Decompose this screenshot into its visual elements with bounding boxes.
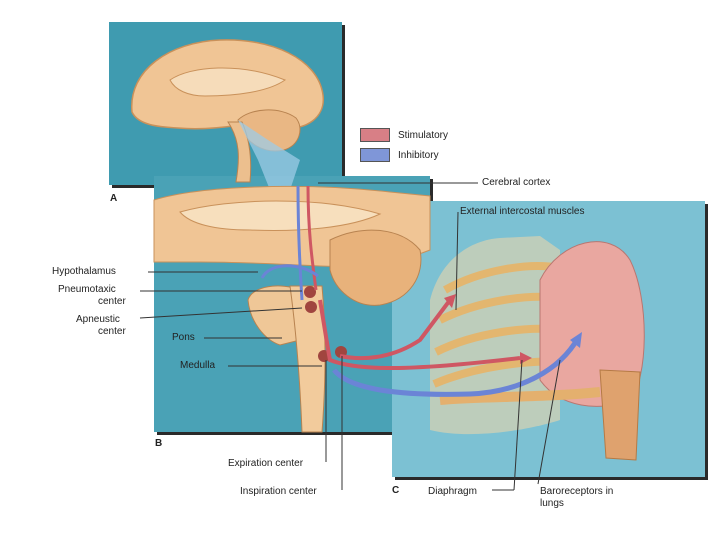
- label-baroreceptors-line1: Baroreceptors in: [540, 486, 614, 497]
- legend-stimulatory-label: Stimulatory: [398, 129, 449, 141]
- label-pneumotaxic-line2: center: [98, 296, 126, 307]
- label-pons: Pons: [172, 332, 195, 343]
- label-external-intercostal: External intercostal muscles: [460, 206, 585, 217]
- label-apneustic-line1: Apneustic: [76, 314, 120, 325]
- label-diaphragm: Diaphragm: [428, 486, 477, 497]
- inhibitory-pathways: [260, 185, 582, 397]
- legend-inhibitory-swatch: [360, 148, 390, 162]
- legend-stimulatory-swatch: [360, 128, 390, 142]
- leader-lines: [139, 182, 561, 491]
- brain-sagittal-large: [153, 185, 431, 433]
- legend-stimulatory: Stimulatory: [360, 128, 448, 142]
- label-medulla: Medulla: [180, 360, 216, 371]
- legend-inhibitory-label: Inhibitory: [398, 149, 439, 161]
- brain-sagittal-small: [131, 39, 324, 190]
- label-cerebral-cortex: Cerebral cortex: [482, 177, 551, 188]
- legend-inhibitory: Inhibitory: [360, 148, 439, 162]
- panel-a-letter: A: [110, 193, 118, 204]
- label-inspiration-center: Inspiration center: [240, 486, 317, 497]
- rib-cage-and-lung: [430, 236, 645, 461]
- panel-b-letter: B: [155, 438, 163, 449]
- label-apneustic-line2: center: [98, 326, 126, 337]
- panel-c-letter: C: [392, 485, 400, 496]
- label-pneumotaxic-line1: Pneumotaxic: [58, 284, 116, 295]
- label-baroreceptors-line2: lungs: [540, 498, 564, 509]
- label-expiration-center: Expiration center: [228, 458, 304, 469]
- stimulatory-pathways: [306, 185, 532, 371]
- label-hypothalamus: Hypothalamus: [52, 266, 116, 277]
